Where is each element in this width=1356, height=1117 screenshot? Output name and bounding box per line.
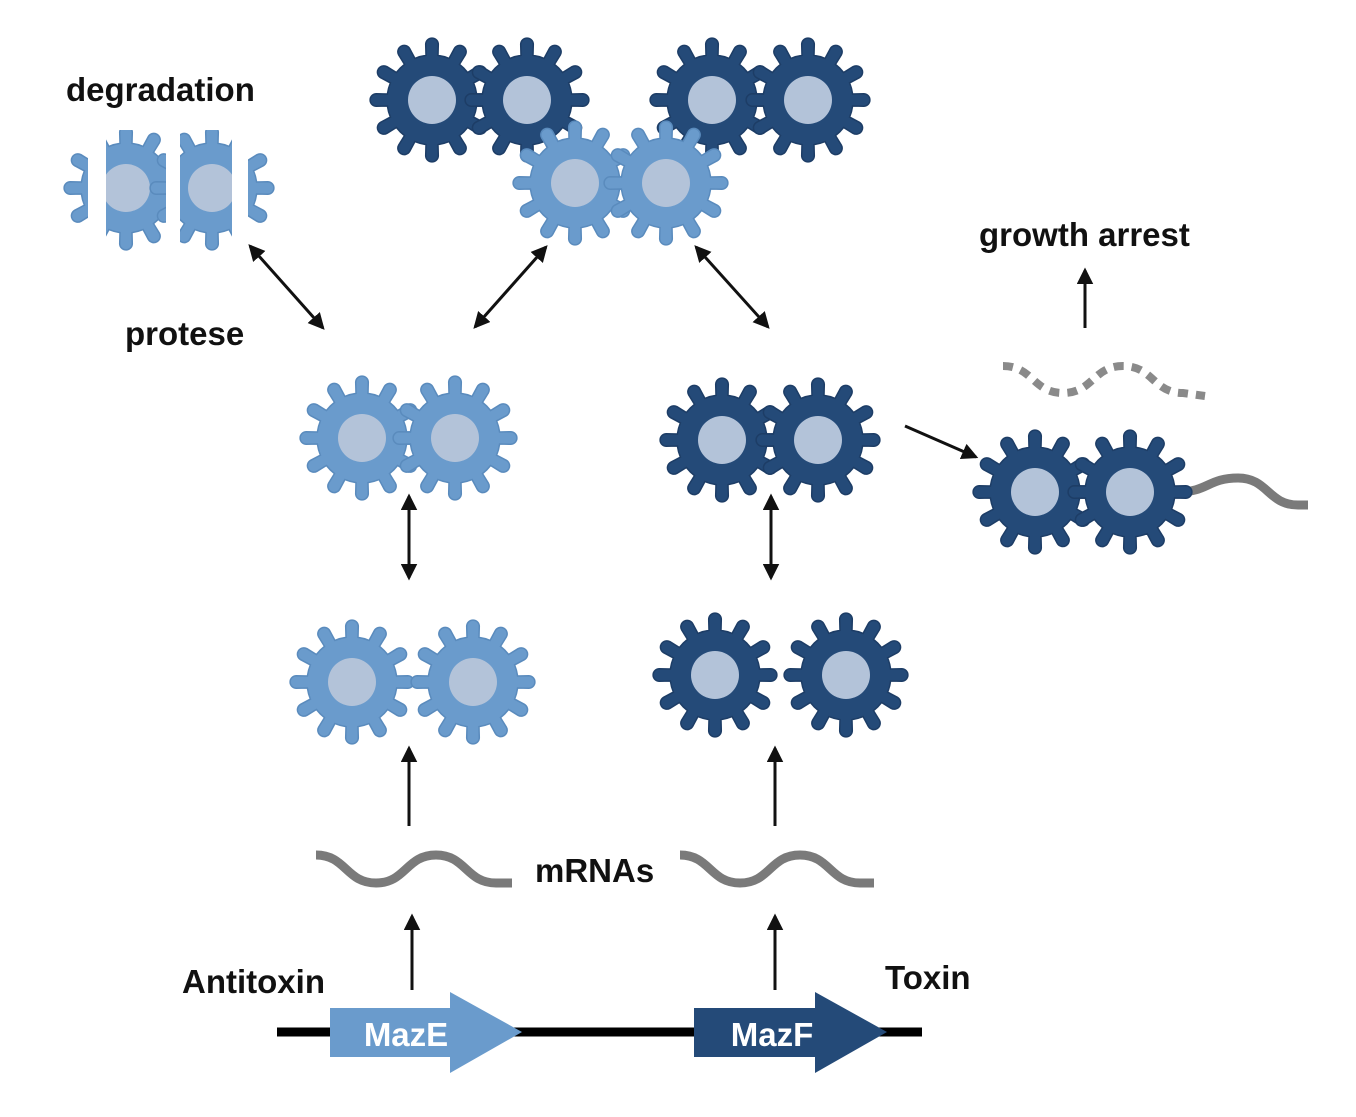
bound-toxin-gear-1 (972, 429, 1098, 555)
mrnas-label: mRNAs (535, 852, 654, 889)
toxin-monomer-1-core (691, 651, 739, 699)
cleaved-mrna-wave (1002, 361, 1206, 400)
antitoxin-dimer-gear-2-core (431, 414, 479, 462)
complex-toxin-gear-3-core (688, 76, 736, 124)
toxin-label: Toxin (885, 959, 971, 996)
growth-arrest-label: growth arrest (979, 216, 1190, 253)
complex-toxin-gear-3 (649, 37, 775, 163)
arrow-mrna-cleavage (904, 424, 979, 459)
toxin-dimer-gear-2-core (794, 416, 842, 464)
toxin-monomer-1 (652, 612, 778, 738)
complex-antitoxin-gear-1-core (551, 159, 599, 207)
degraded-antitoxin-gear-1 (63, 130, 189, 251)
toxin-monomer-2-core (822, 651, 870, 699)
arrow-protease-degradation (248, 244, 325, 330)
degradation-label: degradation (66, 71, 255, 108)
complex-toxin-gear-2 (464, 37, 590, 163)
complex-toxin-gear-1-core (408, 76, 456, 124)
complex-toxin-gear-1 (369, 37, 495, 163)
antitoxin-monomer-2 (410, 619, 536, 745)
complex-antitoxin-gear-2-core (642, 159, 690, 207)
antitoxin-monomer-2-core (449, 658, 497, 706)
toxin-dimer-gear-1 (659, 377, 785, 503)
bound-toxin-gear-2-core (1106, 468, 1154, 516)
antitoxin-monomer-1-core (328, 658, 376, 706)
bound-toxin-gear-1-core (1011, 468, 1059, 516)
complex-toxin-gear-4-core (784, 76, 832, 124)
complex-antitoxin-gear-2 (603, 120, 729, 246)
arrow-antitoxin-complex (473, 245, 548, 329)
toxin-dimer-gear-2 (755, 377, 881, 503)
antitoxin-dimer-gear-1-core (338, 414, 386, 462)
protein-gears (63, 37, 1193, 745)
antitoxin-monomer-1 (289, 619, 415, 745)
degraded-antitoxin-gear-2-core (188, 164, 236, 212)
mazf-mrna-wave (679, 850, 874, 888)
protese-label: protese (125, 315, 244, 352)
maze-label: MazE (364, 1016, 448, 1053)
antitoxin-label: Antitoxin (182, 963, 325, 1000)
complex-toxin-gear-4 (745, 37, 871, 163)
complex-antitoxin-gear-1 (512, 120, 638, 246)
mazf-label: MazF (731, 1016, 814, 1053)
bound-mrna-wave (1177, 473, 1308, 510)
toxin-dimer-gear-1-core (698, 416, 746, 464)
complex-toxin-gear-2-core (503, 76, 551, 124)
antitoxin-dimer-gear-2 (392, 375, 518, 501)
toxin-monomer-2 (783, 612, 909, 738)
mazf-gene-arrow (694, 992, 887, 1073)
maze-mrna-wave (315, 850, 512, 888)
degraded-antitoxin-gear-2 (149, 130, 275, 251)
maze-gene-arrow (330, 992, 522, 1073)
arrow-toxin-complex (694, 245, 770, 329)
bound-toxin-gear-2 (1067, 429, 1193, 555)
degraded-antitoxin-gear-1-core (102, 164, 150, 212)
antitoxin-dimer-gear-1 (299, 375, 425, 501)
